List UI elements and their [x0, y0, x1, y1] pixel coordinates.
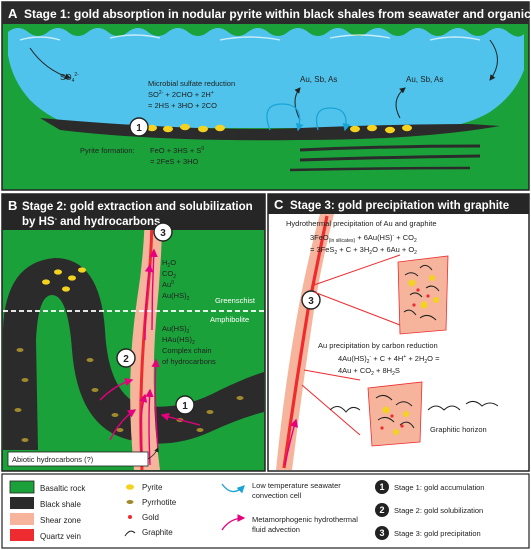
svg-text:by HS- and hydrocarbons: by HS- and hydrocarbons: [22, 216, 160, 228]
fluid-hauhs: HAu(HS): [162, 335, 193, 344]
panel-a-letter: A: [8, 6, 18, 21]
shear-zone-b: [130, 200, 163, 470]
svg-text:H2O: H2O: [162, 258, 176, 269]
panel-c-title: Stage 3: gold precipitation with graphit…: [290, 200, 509, 212]
convection-cell-a: [266, 103, 304, 132]
legend-stage-1-label: Stage 1: gold accumulation: [394, 483, 484, 492]
graphitic-horizon-label: Graphitic horizon: [430, 425, 487, 434]
legend-shear-label: Shear zone: [40, 516, 81, 525]
legend-stage-2-icon: [375, 503, 389, 517]
amphibolite-label: Amphibolite: [210, 315, 249, 324]
carbon-reduction-title: Au precipitation by carbon reduction: [318, 341, 438, 350]
panel-b-title-1: Stage 2: gold extraction and solubilizat…: [22, 201, 253, 213]
panel-b-header: [2, 194, 265, 230]
svg-text:2: 2: [123, 354, 129, 365]
svg-text:4Au + CO2 + 8H2S: 4Au + CO2 + 8H2S: [338, 366, 400, 377]
svg-text:Au0: Au0: [162, 280, 174, 289]
panel-a: A Stage 1: gold absorption in nodular py…: [1, 1, 531, 191]
stage-2-marker-b: [116, 348, 136, 368]
legend-gold-label: Gold: [142, 513, 159, 522]
legend-gold-icon: [128, 515, 132, 519]
legend-shear-swatch: [10, 513, 34, 525]
fluid-auhs: Au(HS): [162, 291, 187, 300]
svg-text:3: 3: [379, 528, 384, 538]
fluid-h2o: H: [162, 258, 167, 267]
legend-graphite-icon: [124, 530, 136, 537]
svg-text:FeO + 3HS + S0: FeO + 3HS + S0: [150, 146, 204, 155]
abiotic-label: Abiotic hydrocarbons (?): [12, 455, 94, 464]
legend-stage-1-icon: [375, 480, 389, 494]
pyrite-nodules-a: [147, 123, 412, 134]
svg-text:2: 2: [379, 505, 384, 515]
svg-text:1: 1: [379, 482, 384, 492]
legend-fluid-l2: fluid advection: [252, 525, 300, 534]
legend-stage-3-icon: [375, 526, 389, 540]
panel-c: C Stage 3: gold precipitation with graph…: [267, 193, 530, 472]
panel-b-title-2: by HS: [22, 216, 55, 228]
svg-text:3: 3: [308, 296, 314, 307]
svg-text:= 2FeS + 3HO: = 2FeS + 3HO: [150, 157, 199, 166]
legend-fluid-l1: Metamorphogenic hydrothermal: [252, 515, 358, 524]
svg-text:HAu(HS)2: HAu(HS)2: [162, 335, 195, 346]
au-sb-as-label-2: Au, Sb, As: [406, 75, 443, 84]
svg-text:3FeO(in silicates) + 6Au(HS)-: 3FeO(in silicates) + 6Au(HS)- + CO2: [310, 233, 417, 244]
panel-a-title: Stage 1: gold absorption in nodular pyri…: [24, 7, 531, 21]
black-shale-fold: [3, 258, 264, 450]
shear-zone-c: [276, 214, 334, 470]
fluid-auhs-2: Au(HS): [162, 324, 187, 333]
au-sb-as-label-1: Au, Sb, As: [300, 75, 337, 84]
pyrite-formation-title: Pyrite formation:: [80, 146, 135, 155]
legend-stage-2-label: Stage 2: gold solubilization: [394, 506, 483, 515]
so4-label: SO: [60, 73, 72, 82]
legend-convection-icon: [221, 483, 245, 494]
greenschist-label: Greenschist: [215, 296, 256, 305]
msr-title: Microbial sulfate reduction: [148, 79, 235, 88]
svg-text:= 3FeS2 + C + 3H2O + 6Au + O2: = 3FeS2 + C + 3H2O + 6Au + O2: [310, 245, 417, 256]
stage-3-marker-b: [153, 222, 173, 242]
svg-text:CO2: CO2: [162, 269, 176, 280]
seawater: [8, 28, 524, 128]
legend: Basaltic rock Black shale Shear zone Qua…: [1, 473, 530, 549]
fluid-co2: CO: [162, 269, 173, 278]
legend-convection-l1: Low temperature seawater: [252, 481, 341, 490]
svg-text:C: C: [274, 197, 284, 212]
legend-shale-swatch: [10, 497, 34, 509]
legend-pyrrhotite-label: Pyrrhotite: [142, 498, 177, 507]
legend-fluid-icon: [221, 514, 246, 531]
legend-vein-label: Quartz vein: [40, 532, 81, 541]
legend-pyrrhotite-icon: [126, 500, 134, 504]
stage-1-marker-b: [175, 395, 195, 415]
svg-text:1: 1: [182, 401, 188, 412]
svg-text:Au(HS)2-: Au(HS)2-: [162, 324, 191, 335]
graphite-inset-2: [329, 381, 499, 447]
svg-text:3: 3: [160, 228, 166, 239]
svg-text:= 2HS + 3HO + 2CO: = 2HS + 3HO + 2CO: [148, 101, 217, 110]
legend-convection-l2: convection cell: [252, 491, 302, 500]
legend-basaltic-swatch: [9, 480, 35, 494]
legend-shale-label: Black shale: [40, 500, 81, 509]
stage-3-marker-c: [301, 290, 321, 310]
graphite-inset-1: [397, 255, 449, 335]
legend-stage-3-label: Stage 3: gold precipitation: [394, 529, 481, 538]
fluid-hydrocarbons: of hydrocarbons: [162, 357, 216, 366]
legend-pyrite-label: Pyrite: [142, 483, 163, 492]
svg-text:Au(HS)2: Au(HS)2: [162, 291, 190, 302]
panel-b: B Stage 2: gold extraction and solubiliz…: [1, 193, 266, 472]
svg-text:1: 1: [136, 123, 142, 134]
svg-text:SO42-: SO42-: [60, 72, 79, 84]
panel-c-header: [268, 194, 529, 214]
hyd-title: Hydrothermal precipitation of Au and gra…: [286, 219, 437, 228]
svg-text:4Au(HS)2- + C + 4H+ + 2H2O =: 4Au(HS)2- + C + 4H+ + 2H2O =: [338, 354, 440, 365]
svg-text:SO2- + 2CHO + 2H+: SO2- + 2CHO + 2H+: [148, 90, 214, 99]
svg-text:B: B: [8, 198, 17, 213]
legend-basaltic-label: Basaltic rock: [40, 484, 86, 493]
fluid-complex-chain: Complex chain: [162, 346, 212, 355]
legend-vein-swatch: [10, 529, 34, 541]
legend-graphite-label: Graphite: [142, 528, 173, 537]
fluid-au0: Au: [162, 280, 171, 289]
panel-a-header: [2, 2, 529, 24]
legend-pyrite-icon: [126, 484, 134, 490]
stage-1-marker-a: [129, 117, 149, 137]
